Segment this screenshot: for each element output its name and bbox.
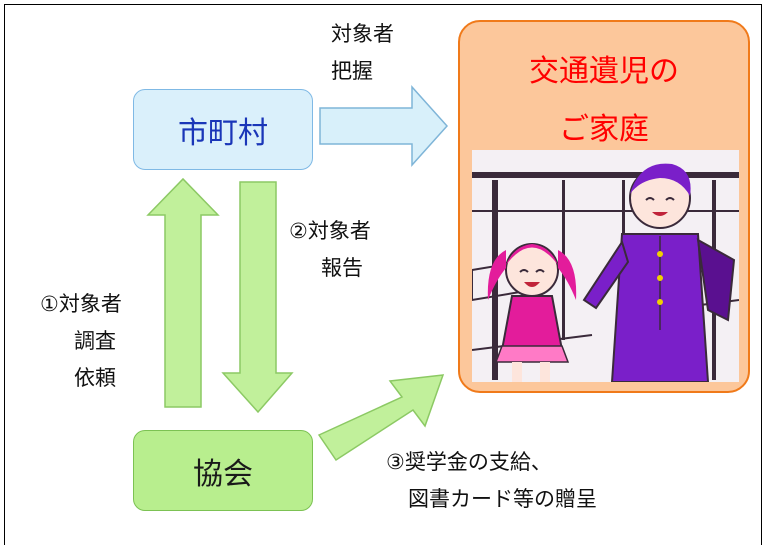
report-label: ②対象者 報告 — [289, 213, 371, 287]
association-label: 協会 — [193, 456, 253, 492]
family-title-line2: ご家庭 — [559, 112, 649, 147]
report-label-line2: 報告 — [321, 256, 363, 280]
municipality-box: 市町村 — [133, 89, 313, 170]
request-label-line3: 依頼 — [74, 366, 116, 390]
arrow-support — [317, 374, 445, 462]
request-label-line1: ①対象者 — [40, 292, 122, 316]
support-label: ③奨学金の支給、 図書カード等の贈呈 — [386, 444, 597, 518]
family-box: 交通遺児の ご家庭 — [458, 20, 750, 393]
arrow-report — [221, 181, 294, 414]
association-box: 協会 — [133, 430, 313, 511]
children-walking-illustration — [472, 150, 739, 382]
family-title-line1: 交通遺児の — [529, 54, 679, 89]
report-label-line1: ②対象者 — [289, 219, 371, 243]
arrow-grasp — [319, 85, 449, 167]
support-label-line1: ③奨学金の支給、 — [386, 450, 552, 474]
request-label-line2: 調査 — [74, 329, 116, 353]
diagram-frame — [4, 4, 762, 545]
grasp-label-line2: 把握 — [331, 59, 373, 83]
grasp-label-line1: 対象者 — [331, 22, 394, 46]
support-label-line2: 図書カード等の贈呈 — [408, 487, 597, 511]
arrow-request — [146, 177, 220, 408]
request-label: ①対象者 調査 依頼 — [40, 286, 122, 397]
grasp-label: 対象者 把握 — [331, 16, 394, 90]
municipality-label: 市町村 — [178, 115, 268, 151]
